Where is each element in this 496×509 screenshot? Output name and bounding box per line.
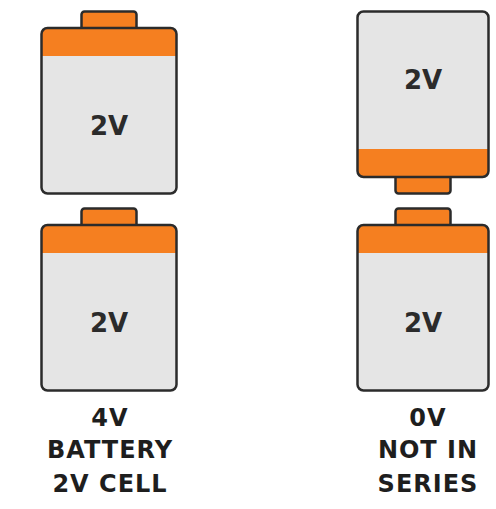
caption-line: SERIES [378,472,479,496]
voltage-label: 2V [90,113,128,139]
battery-body [42,225,177,391]
battery-band [42,28,177,56]
voltage-label: 2V [404,310,442,336]
battery-outline-svg [356,10,490,195]
battery-cell: 2V [40,10,178,195]
battery-outline-svg [40,10,178,195]
battery-body [358,12,489,178]
caption-line: 4V [91,406,128,430]
battery-cell: 2V [356,207,490,392]
caption-line: BATTERY [47,438,173,462]
battery-cell: 2V [40,207,178,392]
battery-shape [358,209,489,391]
battery-outline [358,12,489,178]
caption-line: 2V CELL [52,472,167,496]
battery-body [358,225,489,391]
battery-outline [42,28,177,194]
battery-outline [42,225,177,391]
battery-shape [42,12,177,194]
battery-band [42,225,177,253]
battery-band [358,149,489,177]
caption-line: 0V [409,406,446,430]
battery-outline-svg [356,207,490,392]
battery-shape [358,12,489,194]
battery-outline-svg [40,207,178,392]
battery-body [42,28,177,194]
battery-cell: 2V [356,10,490,195]
voltage-label: 2V [404,67,442,93]
battery-outline [358,225,489,391]
caption-line: NOT IN [378,438,478,462]
battery-band [358,225,489,253]
voltage-label: 2V [90,310,128,336]
battery-shape [42,209,177,391]
